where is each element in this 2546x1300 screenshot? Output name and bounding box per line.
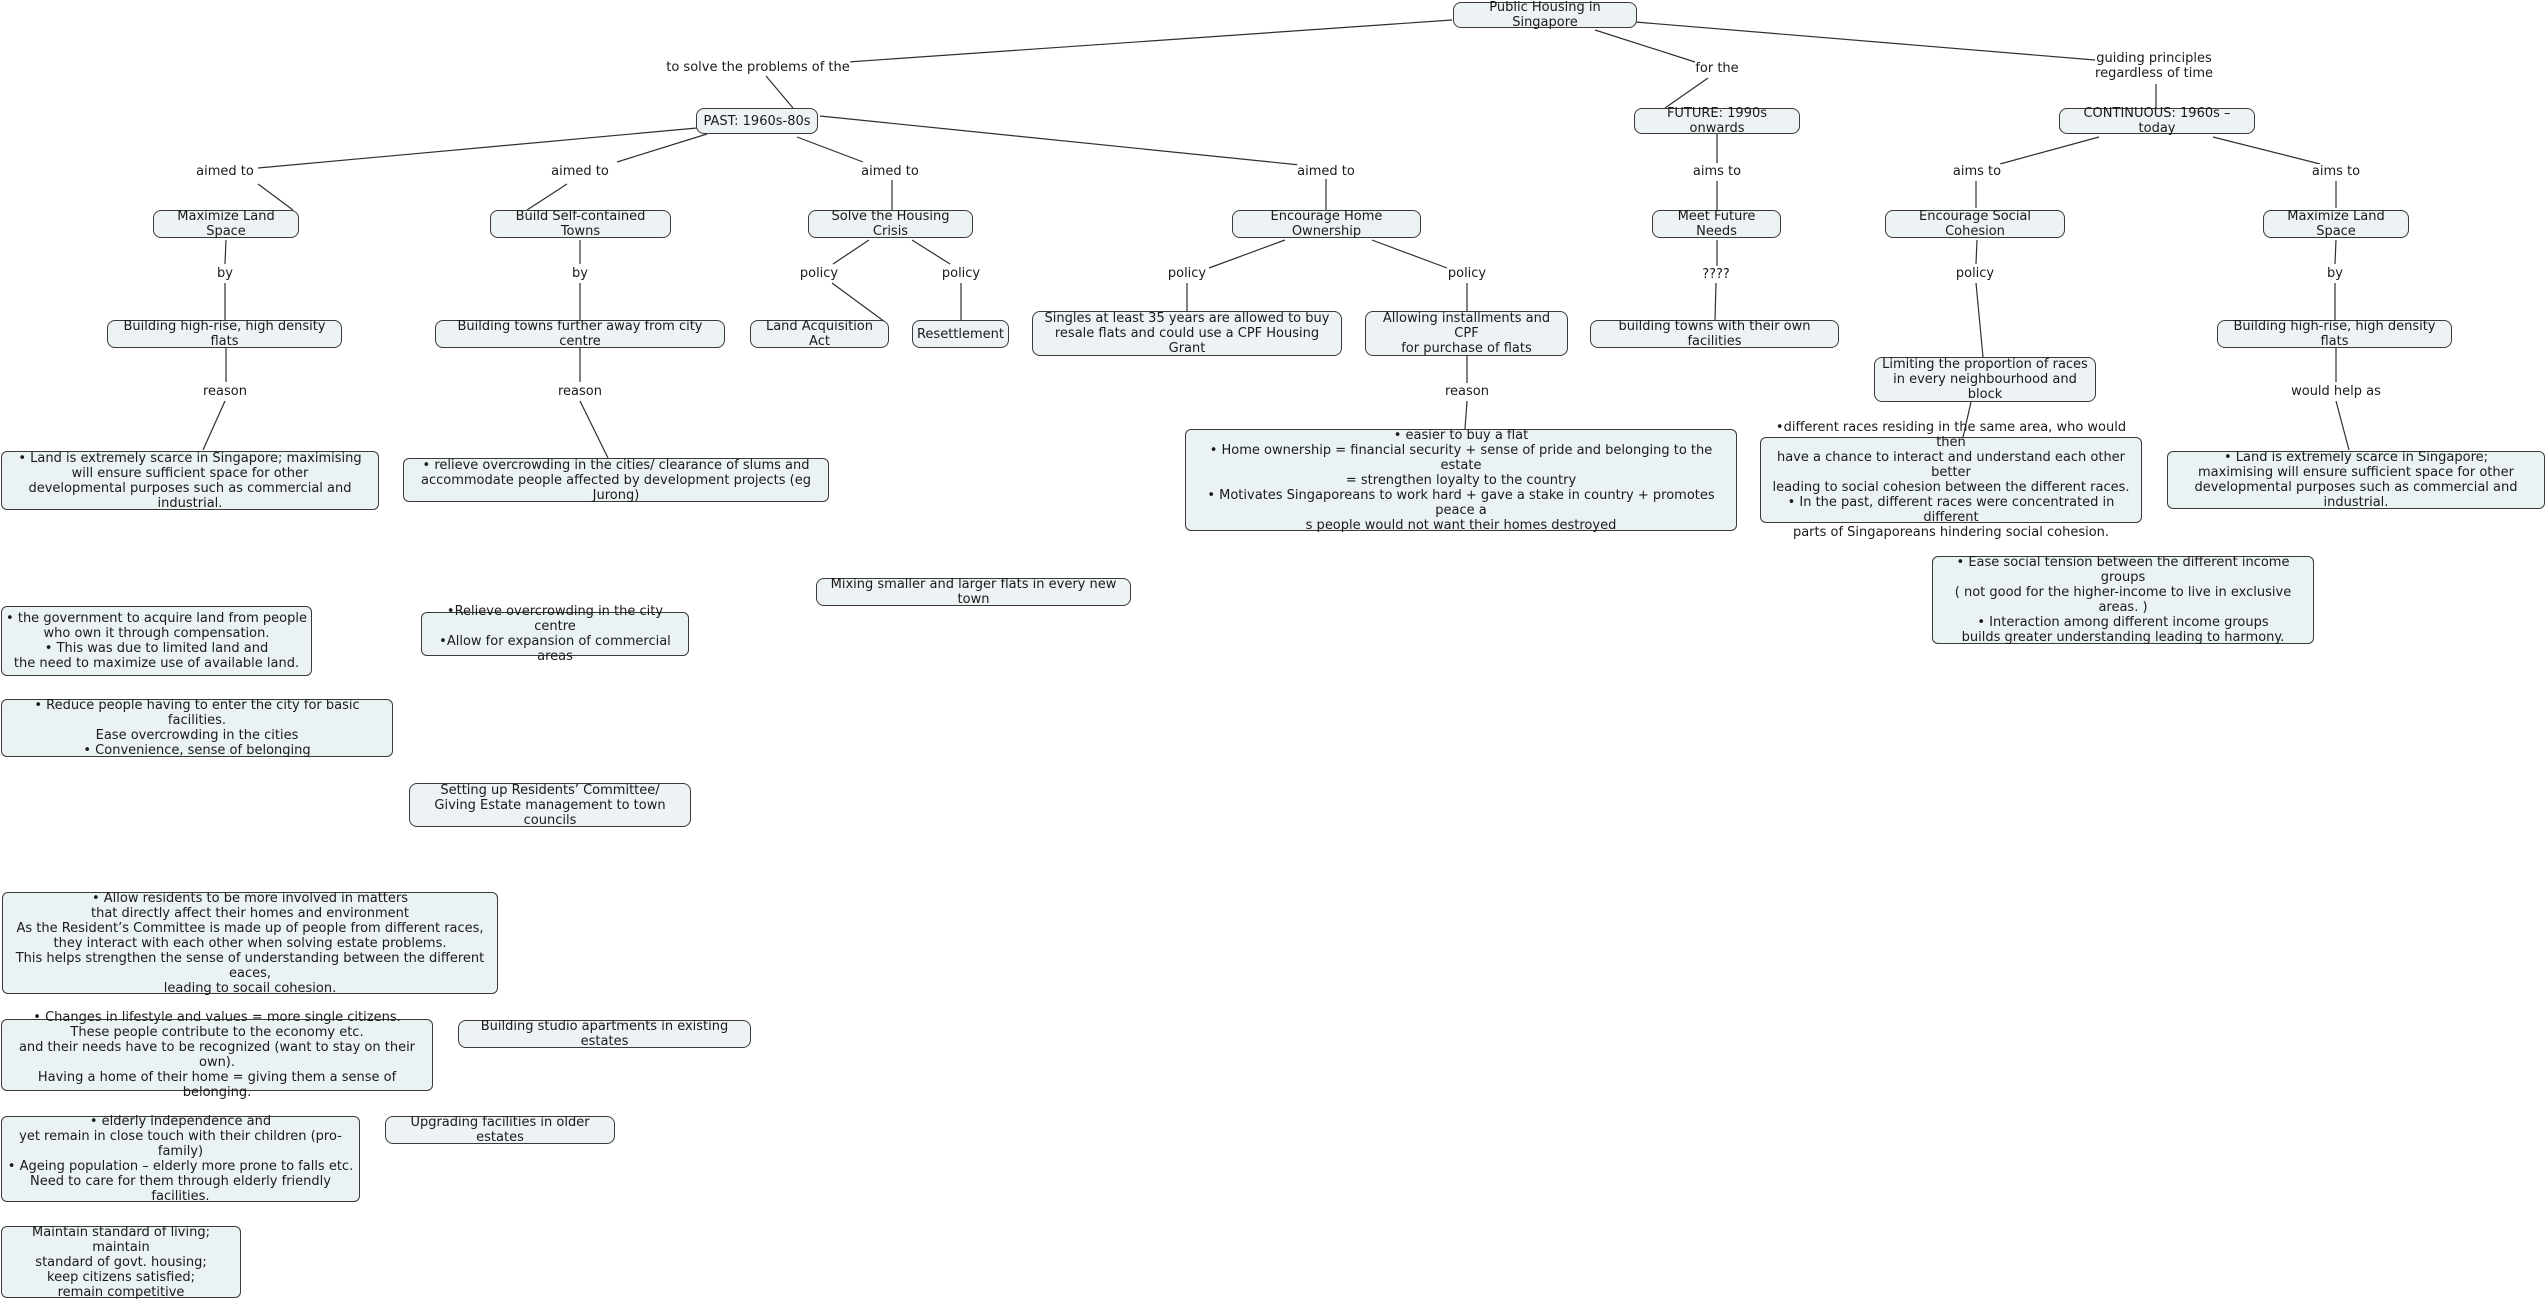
resettlement-node[interactable]: Resettlement <box>912 320 1009 348</box>
link-label-for-the: for the <box>1695 61 1739 76</box>
relieve-slums-note[interactable]: • relieve overcrowding in the cities/ cl… <box>403 458 829 503</box>
mixing-flats-node[interactable]: Mixing smaller and larger flats in every… <box>816 577 1131 607</box>
link-label-by: by <box>217 266 233 281</box>
link-label-guiding: guiding principles regardless of time <box>2095 51 2213 81</box>
maintain-standard-note[interactable]: Maintain standard of living; maintain st… <box>1 1225 241 1300</box>
gov-acquire-note[interactable]: • the government to acquire land from pe… <box>1 606 312 676</box>
lifestyle-note[interactable]: • Changes in lifestyle and values = more… <box>1 1010 433 1100</box>
link-label-aimed-to: aimed to <box>551 164 609 179</box>
maximize-land-node-1[interactable]: Maximize Land Space <box>153 209 299 239</box>
link-label-reason: reason <box>203 384 247 399</box>
maximize-land-node-2[interactable]: Maximize Land Space <box>2263 209 2409 239</box>
high-rise-node-1[interactable]: Building high-rise, high density flats <box>107 319 342 349</box>
link-label-by: by <box>2327 266 2343 281</box>
home-ownership-reasons-note[interactable]: • easier to buy a flat • Home ownership … <box>1185 428 1737 533</box>
link-label-aimed-to: aimed to <box>1297 164 1355 179</box>
link-label-aims-to: aims to <box>1692 164 1742 179</box>
land-scarce-note-2[interactable]: • Land is extremely scarce in Singapore;… <box>2167 450 2545 510</box>
future-needs-node[interactable]: Meet Future Needs <box>1652 209 1781 239</box>
housing-crisis-node[interactable]: Solve the Housing Crisis <box>808 209 973 239</box>
allow-residents-note[interactable]: • Allow residents to be more involved in… <box>2 891 498 996</box>
link-label-policy: policy <box>1447 266 1487 281</box>
high-rise-node-2[interactable]: Building high-rise, high density flats <box>2217 319 2452 349</box>
relieve-centre-note[interactable]: •Relieve overcrowding in the city centre… <box>421 604 689 664</box>
limit-races-node[interactable]: Limiting the proportion of races in ever… <box>1874 357 2096 402</box>
past-node[interactable]: PAST: 1960s-80s <box>696 108 818 134</box>
social-cohesion-node[interactable]: Encourage Social Cohesion <box>1885 209 2065 239</box>
future-node[interactable]: FUTURE: 1990s onwards <box>1634 106 1800 136</box>
link-label-reason: reason <box>558 384 602 399</box>
studio-apartments-node[interactable]: Building studio apartments in existing e… <box>458 1019 751 1049</box>
link-label-would-help: would help as <box>2291 384 2381 399</box>
link-label-unknown: ???? <box>1702 267 1730 282</box>
link-label-policy: policy <box>1167 266 1207 281</box>
link-label-aims-to: aims to <box>2311 164 2361 179</box>
link-label-aims-to: aims to <box>1952 164 2002 179</box>
link-label-solve-problems: to solve the problems of the <box>666 60 850 75</box>
residents-committee-node[interactable]: Setting up Residents’ Committee/ Giving … <box>409 783 691 828</box>
upgrading-facilities-node[interactable]: Upgrading facilities in older estates <box>385 1115 615 1145</box>
races-reason-note[interactable]: •different races residing in the same ar… <box>1760 420 2142 540</box>
self-contained-towns-node[interactable]: Build Self-contained Towns <box>490 209 671 239</box>
continuous-node[interactable]: CONTINUOUS: 1960s – today <box>2059 106 2255 136</box>
root-node[interactable]: Public Housing in Singapore <box>1453 0 1637 30</box>
reduce-people-note[interactable]: • Reduce people having to enter the city… <box>1 698 393 758</box>
installments-node[interactable]: Allowing installments and CPF for purcha… <box>1365 311 1568 356</box>
land-scarce-note-1[interactable]: • Land is extremely scarce in Singapore;… <box>1 451 379 511</box>
singles-node[interactable]: Singles at least 35 years are allowed to… <box>1032 311 1342 356</box>
link-label-aimed-to: aimed to <box>196 164 254 179</box>
link-label-by: by <box>572 266 588 281</box>
towns-facilities-node[interactable]: building towns with their own facilities <box>1590 319 1839 349</box>
link-label-aimed-to: aimed to <box>861 164 919 179</box>
link-label-policy: policy <box>941 266 981 281</box>
home-ownership-node[interactable]: Encourage Home Ownership <box>1232 209 1421 239</box>
elderly-note[interactable]: • elderly independence and yet remain in… <box>1 1114 360 1204</box>
link-label-reason: reason <box>1445 384 1489 399</box>
land-acquisition-node[interactable]: Land Acquisition Act <box>750 319 889 349</box>
link-label-policy: policy <box>799 266 839 281</box>
income-groups-note[interactable]: • Ease social tension between the differ… <box>1932 555 2314 645</box>
link-label-policy: policy <box>1955 266 1995 281</box>
towns-away-node[interactable]: Building towns further away from city ce… <box>435 319 725 349</box>
